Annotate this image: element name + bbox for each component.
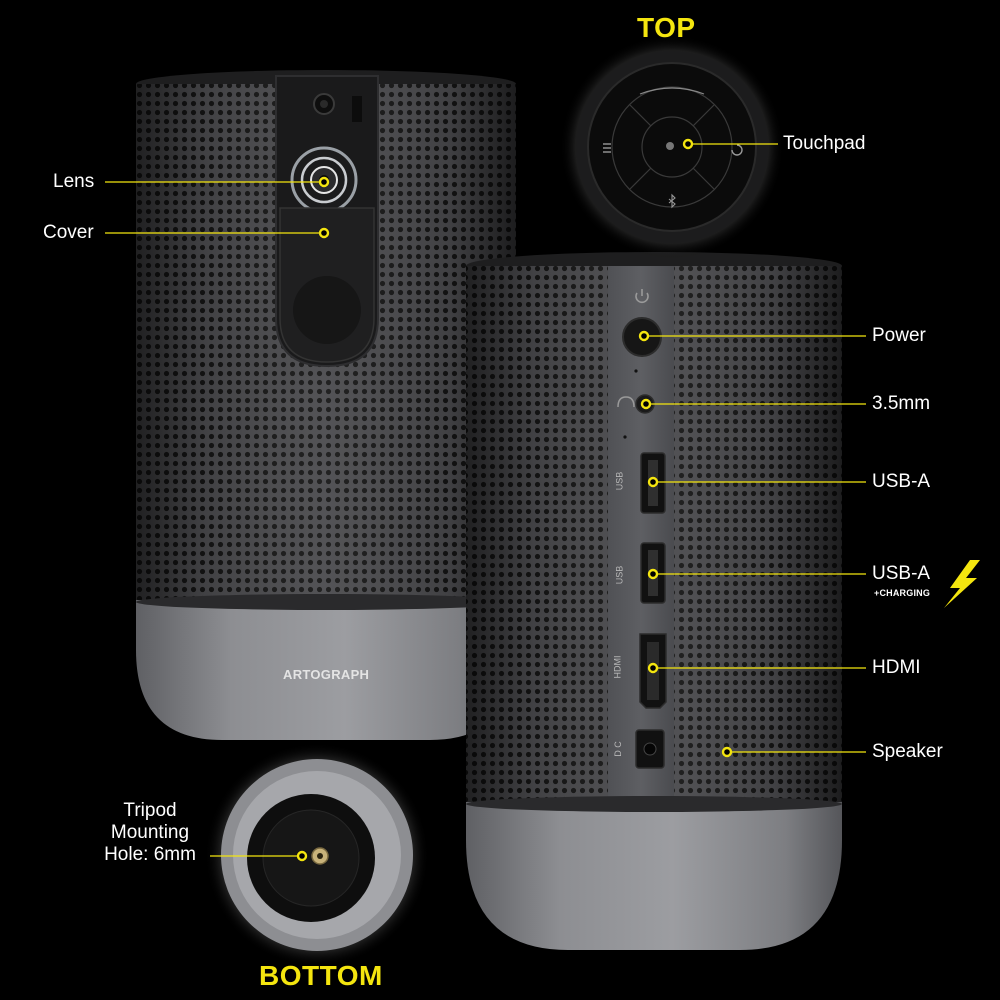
power-icon bbox=[635, 289, 649, 304]
port-label-usb: USB bbox=[614, 471, 625, 491]
label-tripod: Tripod Mounting Hole: 6mm bbox=[85, 800, 215, 866]
label-3-5mm: 3.5mm bbox=[872, 393, 931, 414]
top-heading: TOP bbox=[637, 12, 696, 43]
headphone-icon bbox=[617, 396, 635, 408]
port-label-usb-charge: USB bbox=[614, 565, 625, 585]
menu-icon bbox=[603, 143, 611, 153]
back-icon bbox=[731, 144, 743, 156]
top-view-inset bbox=[560, 35, 784, 259]
label-lens: Lens bbox=[53, 171, 95, 192]
label-touchpad: Touchpad bbox=[783, 133, 866, 154]
port-label-dc: D C bbox=[612, 741, 623, 757]
lightning-icon bbox=[944, 560, 980, 608]
label-hdmi: HDMI bbox=[872, 657, 921, 678]
label-tripod-line3: Hole: 6mm bbox=[104, 844, 196, 865]
label-usb-a-charging: USB-A bbox=[872, 563, 931, 584]
port-label-hdmi: HDMI bbox=[612, 655, 623, 679]
label-power: Power bbox=[872, 325, 926, 346]
bluetooth-icon bbox=[668, 193, 676, 209]
bottom-view-inset bbox=[205, 743, 429, 967]
label-tripod-line2: Mounting bbox=[110, 822, 190, 843]
projector-back-view bbox=[466, 252, 842, 950]
label-tripod-line1: Tripod bbox=[123, 800, 177, 821]
projector-front-view bbox=[136, 70, 516, 740]
label-charging-note: +CHARGING bbox=[874, 588, 931, 598]
label-usb-a: USB-A bbox=[872, 471, 931, 492]
brand-logo: ARTOGRAPH bbox=[283, 667, 370, 682]
bottom-heading: BOTTOM bbox=[259, 960, 383, 991]
volume-arc bbox=[639, 87, 705, 95]
label-speaker: Speaker bbox=[872, 741, 943, 762]
label-cover: Cover bbox=[43, 222, 94, 243]
